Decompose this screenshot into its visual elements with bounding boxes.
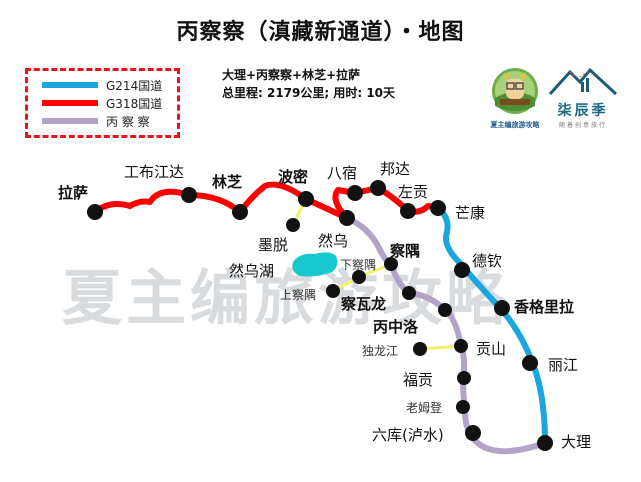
- logo-caption: 夏主编旅游攻略: [490, 121, 540, 129]
- brand-slogan: 随着创意旅行: [558, 122, 607, 129]
- node-shangrila[interactable]: [494, 300, 510, 316]
- node-bingzhongluo[interactable]: [438, 303, 452, 317]
- node-linzhi[interactable]: [232, 204, 248, 220]
- label-linzhi: 林芝: [212, 173, 243, 191]
- node-mangkang[interactable]: [430, 200, 446, 216]
- node-lijiang[interactable]: [522, 355, 538, 371]
- legend-label: 丙 察 察: [106, 114, 150, 129]
- label-shangrila: 香格里拉: [514, 298, 575, 316]
- brand-logo-qichenji: 柒辰季 随着创意旅行: [548, 66, 618, 129]
- node-shangchayu[interactable]: [326, 284, 340, 298]
- node-gongshan[interactable]: [454, 339, 468, 353]
- node-laomudeng[interactable]: [456, 400, 470, 414]
- mountain-icon: [548, 67, 618, 96]
- label-deqin: 德钦: [472, 252, 503, 270]
- node-dali[interactable]: [537, 435, 553, 451]
- label-chayu: 察隅: [390, 242, 421, 260]
- node-bomi[interactable]: [298, 191, 314, 207]
- legend-item-g318: G318国道: [42, 95, 162, 111]
- node-gongbujiangda[interactable]: [181, 187, 197, 203]
- legend-swatch-g318: [42, 100, 98, 106]
- node-liuku[interactable]: [465, 425, 481, 441]
- legend-swatch-g214: [42, 82, 98, 88]
- brand-logo-xiazhubian: 夏主编旅游攻略: [486, 66, 544, 129]
- label-bangda: 邦达: [380, 160, 411, 178]
- label-basu: 八宿: [327, 164, 358, 182]
- legend-item-bingchacha: 丙 察 察: [42, 113, 150, 129]
- route-summary: 大理+丙察察+林芝+拉萨 总里程: 2179公里; 用时: 10天: [222, 66, 395, 102]
- label-motuo: 墨脱: [258, 236, 289, 254]
- node-chayu[interactable]: [384, 257, 398, 271]
- label-liuku: 六库(泸水): [372, 426, 444, 444]
- label-lijiang: 丽江: [548, 356, 579, 374]
- node-motuo[interactable]: [286, 218, 300, 232]
- legend-item-g214: G214国道: [42, 77, 162, 93]
- route-nodes: [87, 180, 553, 451]
- label-bomi: 波密: [278, 168, 309, 186]
- label-ranwu: 然乌: [318, 232, 349, 250]
- label-lasa: 拉萨: [58, 184, 89, 202]
- horse-mascot-icon: [492, 68, 538, 114]
- label-mangkang: 芒康: [455, 204, 486, 222]
- label-zuogong: 左贡: [398, 183, 429, 201]
- legend-label: G318国道: [106, 96, 163, 111]
- legend-label: G214国道: [106, 78, 163, 93]
- label-chawalong: 察瓦龙: [341, 295, 387, 313]
- route-g214: [435, 205, 548, 446]
- ranwu-lake-shape: [292, 252, 338, 277]
- node-lasa[interactable]: [87, 204, 103, 220]
- page-title: 丙察察（滇藏新通道）・地图: [176, 20, 465, 45]
- label-dulongjiang: 独龙江: [362, 344, 399, 358]
- route-stats: 总里程: 2179公里; 用时: 10天: [222, 86, 396, 100]
- node-deqin[interactable]: [454, 262, 470, 278]
- label-gongshan: 贡山: [476, 340, 507, 358]
- label-laomudeng: 老姆登: [406, 401, 443, 415]
- route-text: 大理+丙察察+林芝+拉萨: [222, 68, 361, 82]
- route-g318: [92, 181, 441, 221]
- node-basu[interactable]: [347, 185, 363, 201]
- label-dali: 大理: [561, 433, 592, 451]
- brand-name: 柒辰季: [557, 103, 609, 119]
- node-xiachayu[interactable]: [352, 270, 366, 284]
- label-fugong: 福贡: [403, 371, 434, 389]
- node-dulongjiang[interactable]: [413, 342, 427, 356]
- node-chawalong[interactable]: [402, 286, 416, 300]
- node-bangda[interactable]: [370, 180, 386, 196]
- legend-swatch-bingchacha: [42, 118, 98, 124]
- legend: G214国道 G318国道 丙 察 察: [25, 68, 180, 138]
- label-xiachayu: 下察隅: [340, 258, 377, 272]
- label-ranwu-lake: 然乌湖: [229, 262, 275, 280]
- node-zuogong[interactable]: [400, 203, 416, 219]
- label-bingzhongluo: 丙中洛: [373, 318, 419, 336]
- node-ranwu[interactable]: [339, 210, 355, 226]
- node-fugong[interactable]: [457, 371, 471, 385]
- label-shangchayu: 上察隅: [280, 288, 317, 302]
- label-gongbujiangda: 工布江达: [124, 163, 185, 181]
